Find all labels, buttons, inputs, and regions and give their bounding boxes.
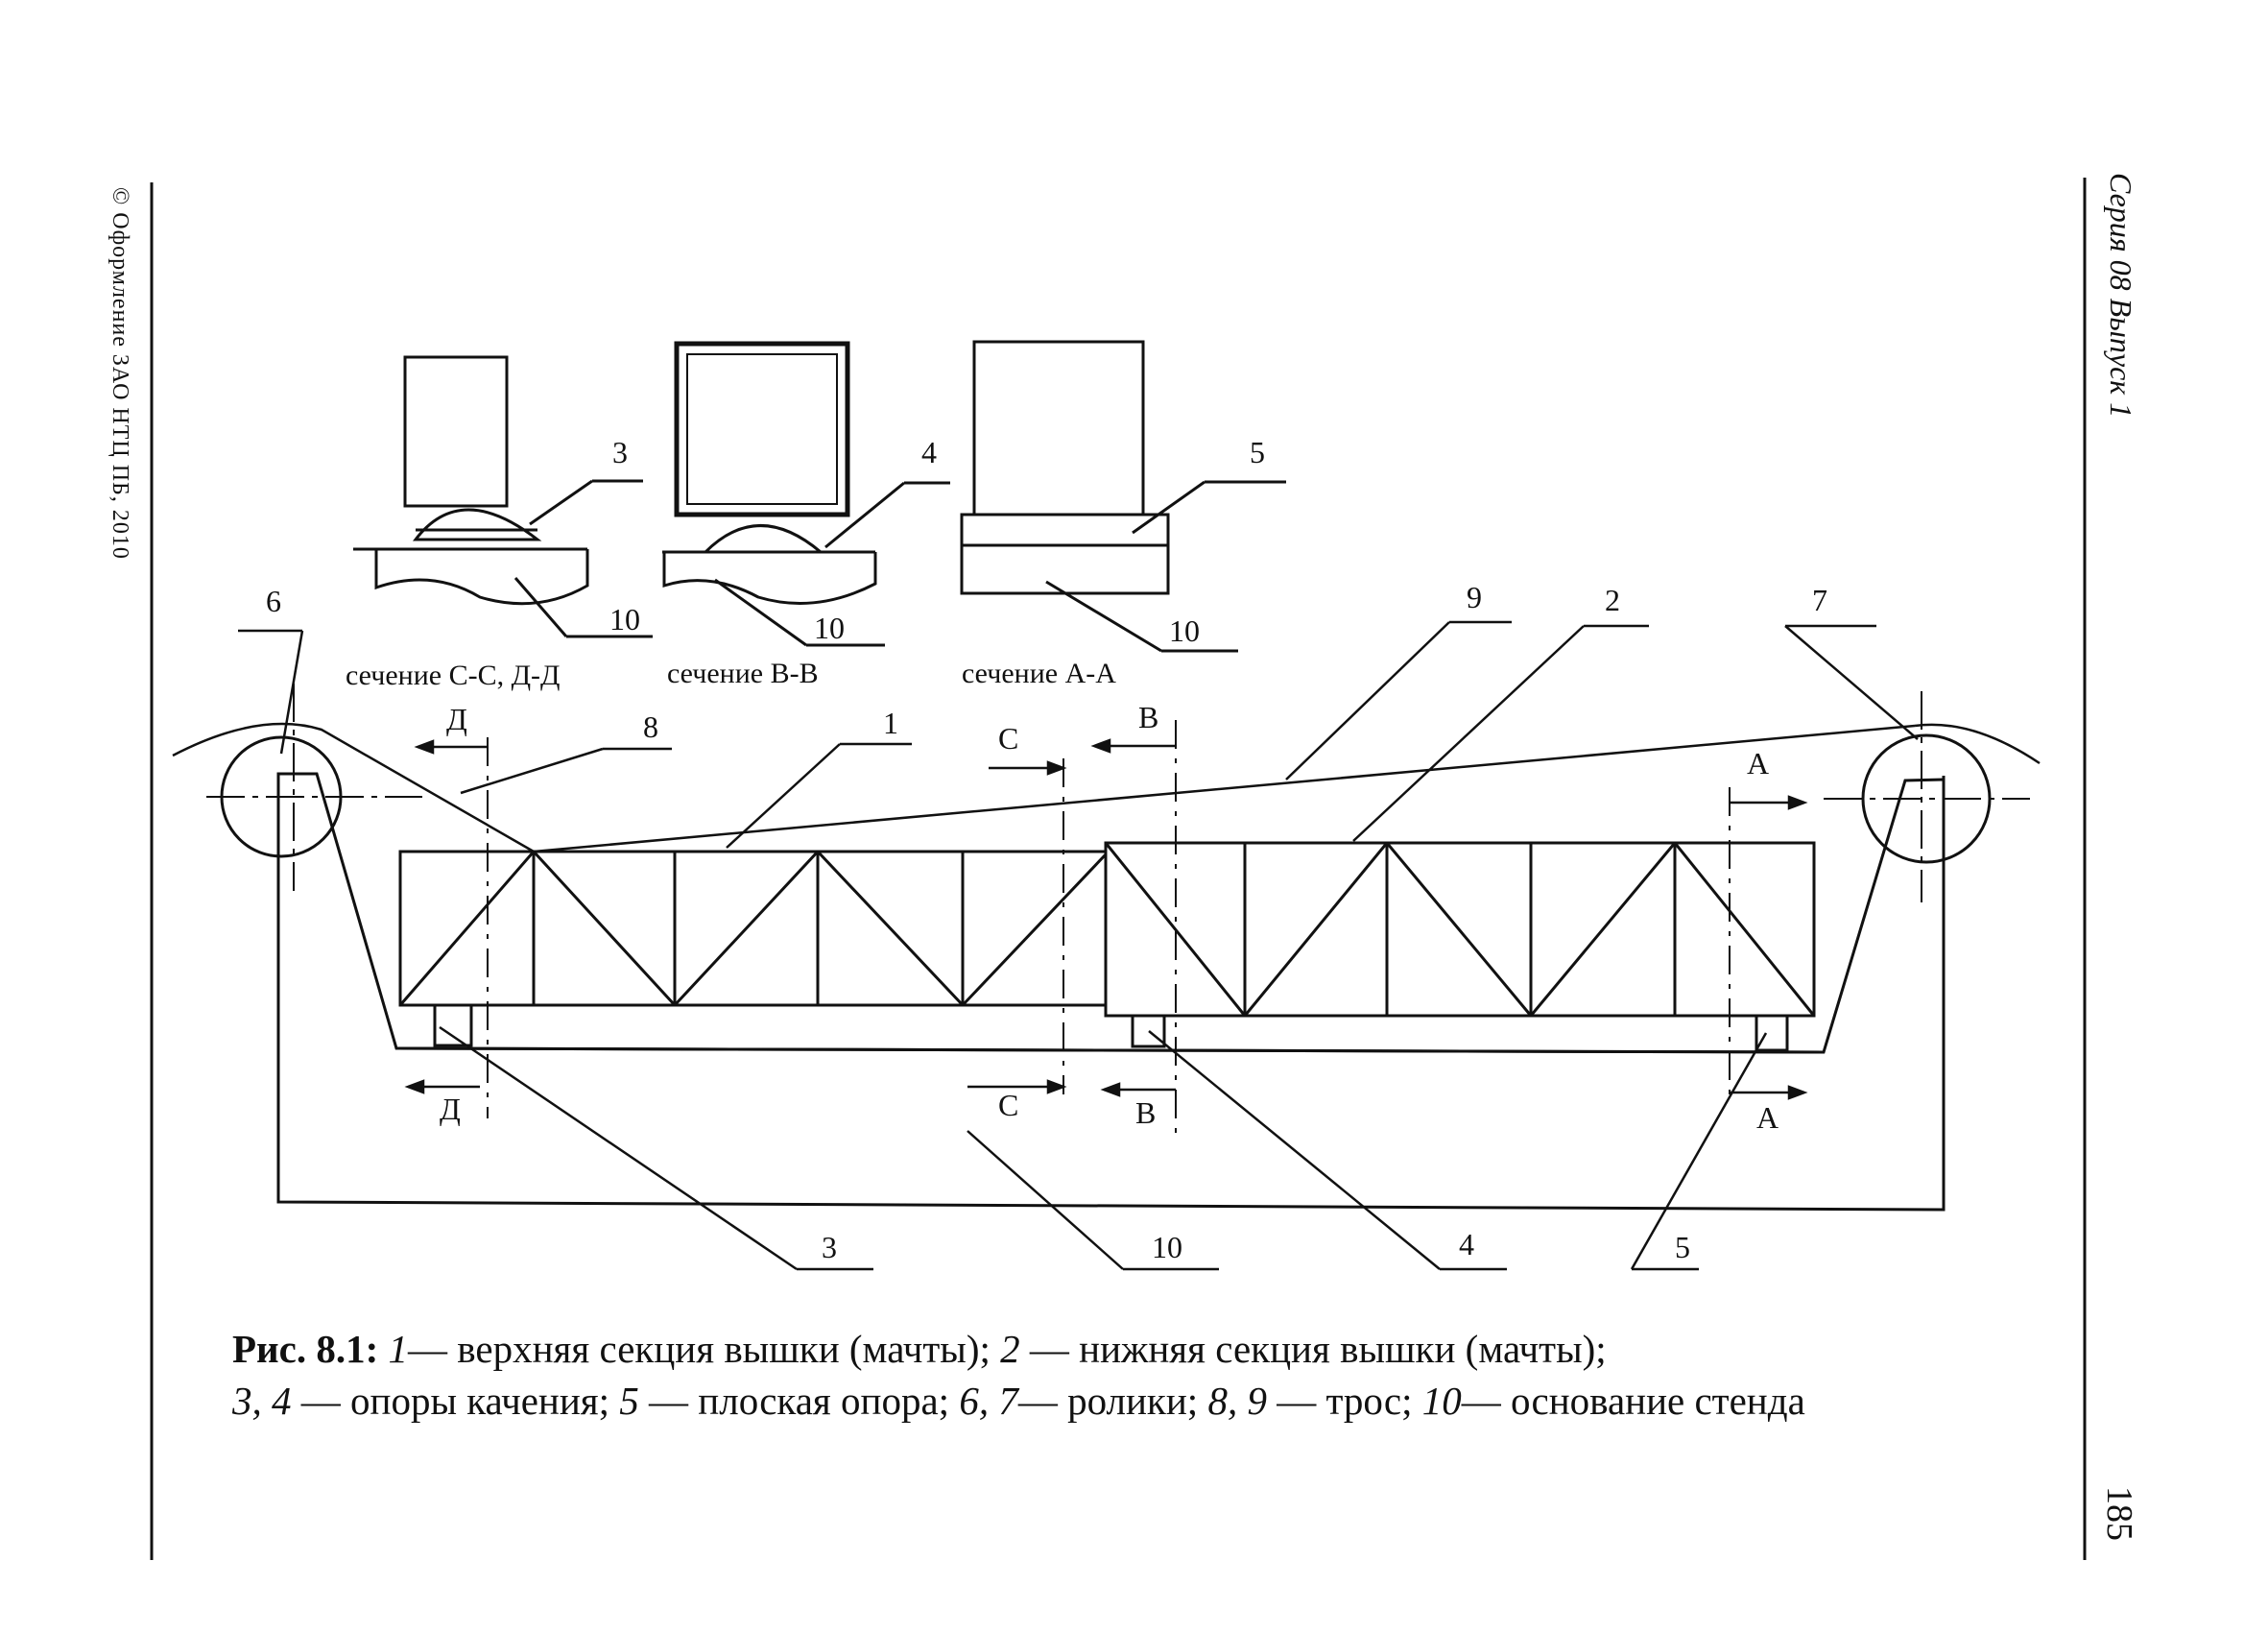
support-3 <box>433 1003 473 1047</box>
mark-c-bottom: С <box>998 1088 1018 1122</box>
callout-9: 9 <box>1467 580 1482 614</box>
cable <box>172 722 2041 853</box>
callout-1: 1 <box>883 706 898 740</box>
mark-b-top: В <box>1138 700 1158 734</box>
section-bb <box>662 341 950 647</box>
caption-item-num: 2 <box>1000 1327 1020 1371</box>
roller-6 <box>206 684 422 891</box>
mark-d-top: Д <box>446 702 467 736</box>
support-5 <box>1755 1014 1789 1052</box>
callout-10-bottom: 10 <box>1152 1230 1182 1264</box>
stand-base <box>276 772 1946 1212</box>
callout-5-bottom: 5 <box>1675 1230 1690 1264</box>
mast-section-lower <box>1104 841 1816 1018</box>
caption-item-num: 3, 4 <box>232 1379 292 1423</box>
callout-6: 6 <box>266 584 281 618</box>
caption-item-text: — трос; <box>1277 1379 1413 1423</box>
caption-item-text: — нижняя секция вышки (мачты); <box>1029 1327 1607 1371</box>
callout-7: 7 <box>1812 583 1827 617</box>
section-label-cc-dd: сечение С-С, Д-Д <box>346 660 561 691</box>
caption-item-num: 10 <box>1421 1379 1462 1423</box>
leader-lines <box>238 620 1919 1271</box>
callout-10-aa: 10 <box>1169 613 1200 648</box>
mark-a-top: А <box>1747 746 1769 780</box>
support-4 <box>1131 1014 1166 1048</box>
callout-3-bottom: 3 <box>822 1230 837 1264</box>
caption-figure-label: Рис. 8.1: <box>232 1327 379 1371</box>
callout-8: 8 <box>643 709 658 744</box>
caption-item-num: 1 <box>388 1327 409 1371</box>
section-label-bb: сечение В-В <box>667 658 819 689</box>
section-label-aa: сечение А-А <box>962 658 1116 689</box>
mark-b-bottom: В <box>1135 1095 1156 1130</box>
callout-3-top: 3 <box>612 435 628 469</box>
callout-10-bb: 10 <box>814 611 845 645</box>
section-arrows <box>404 738 1808 1100</box>
mark-c-top: С <box>998 721 1018 756</box>
caption-item-num: 8, 9 <box>1207 1379 1267 1423</box>
callout-4-top: 4 <box>921 435 937 469</box>
roller-7 <box>1824 691 2030 902</box>
caption-item-text: — опоры качения; <box>300 1379 610 1423</box>
callout-4-bottom: 4 <box>1459 1227 1474 1261</box>
section-cut-lines <box>487 720 1731 1138</box>
caption-item-text: — плоская опора; <box>649 1379 950 1423</box>
caption-item-text: — ролики; <box>1017 1379 1199 1423</box>
callout-5-top: 5 <box>1250 435 1265 469</box>
caption-item-text: — верхняя секция вышки (мачты); <box>408 1327 991 1371</box>
caption-item-num: 6, 7 <box>959 1379 1018 1423</box>
callout-10-cc: 10 <box>609 602 640 636</box>
caption-item-num: 5 <box>619 1379 639 1423</box>
caption-item-text: — основание стенда <box>1461 1379 1805 1423</box>
mark-d-bottom: Д <box>440 1092 461 1126</box>
callout-2: 2 <box>1605 583 1620 617</box>
section-aa <box>960 340 1286 653</box>
figure-caption: Рис. 8.1: 1— верхняя секция вышки (мачты… <box>232 1323 2056 1427</box>
mark-a-bottom: А <box>1756 1100 1779 1135</box>
mast-section-upper <box>398 850 1108 1007</box>
section-cc-dd <box>353 355 653 638</box>
